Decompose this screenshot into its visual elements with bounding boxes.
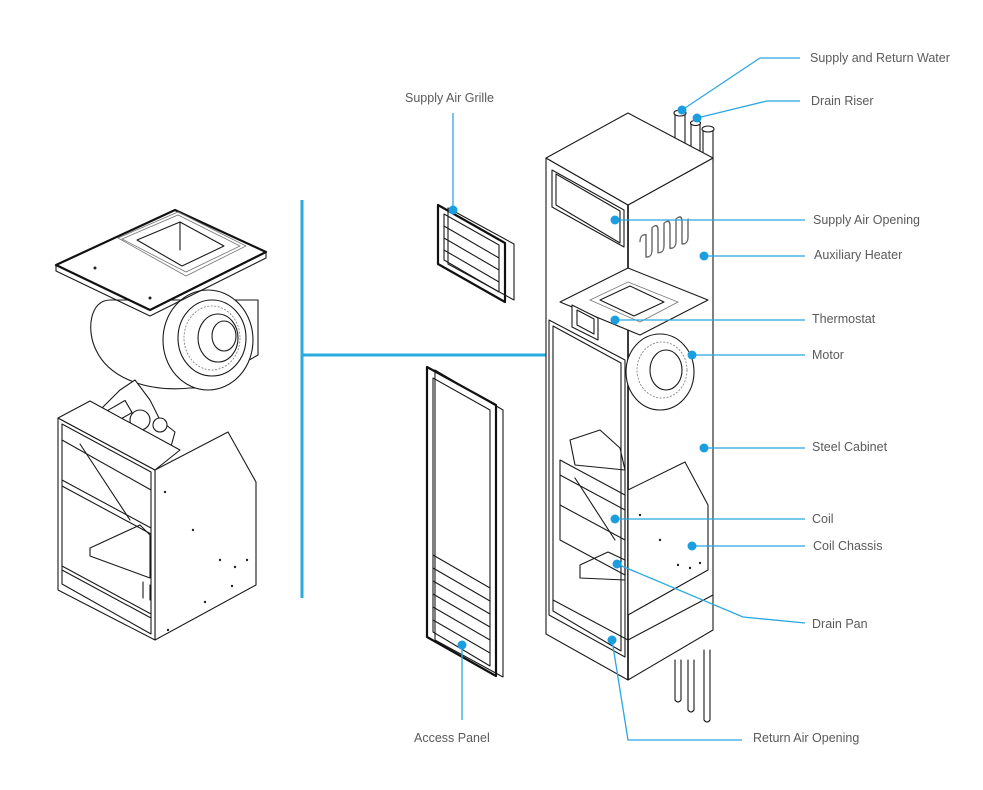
callout-dot-coil-chassis [687,541,697,551]
leader-supply-return-water [681,57,800,111]
access-panel-part [425,365,504,678]
callout-dot-drain-riser [692,113,702,123]
blower-assembly-exploded [54,208,268,391]
label-access-panel: Access Panel [414,731,490,745]
leader-drain-pan [616,563,806,624]
label-steel-cabinet: Steel Cabinet [812,440,888,454]
callout-dot-supply-air-grille [448,205,458,215]
label-supply-air-opening: Supply Air Opening [813,213,921,227]
callout-dot-supply-return-water [677,105,687,115]
label-auxiliary-heater: Auxiliary Heater [814,248,903,262]
label-return-air-opening: Return Air Opening [753,731,860,745]
label-drain-riser: Drain Riser [811,94,874,108]
callout-dot-return-air-opening [607,635,617,645]
supply-air-grille-part [436,203,515,304]
callout-dot-steel-cabinet [699,443,709,453]
label-motor: Motor [812,348,844,362]
label-supply-return-water: Supply and Return Water [810,51,950,65]
callout-dot-thermostat [610,315,620,325]
steel-cabinet-part [545,109,715,723]
callout-dot-drain-pan [612,559,622,569]
callout-dot-access-panel [457,640,467,650]
label-thermostat: Thermostat [812,312,876,326]
label-coil: Coil [812,512,834,526]
coil-chassis-exploded [57,379,257,641]
callout-dot-auxiliary-heater [699,251,709,261]
label-coil-chassis: Coil Chassis [813,539,883,553]
callout-dot-supply-air-opening [610,215,620,225]
callout-dot-motor [687,350,697,360]
callout-dot-coil [610,514,620,524]
explode-bracket [300,200,565,598]
label-drain-pan: Drain Pan [812,617,868,631]
label-supply-air-grille: Supply Air Grille [405,91,494,105]
leader-return-air-opening [611,639,742,741]
callouts [448,57,806,741]
leader-drain-riser [696,100,800,119]
